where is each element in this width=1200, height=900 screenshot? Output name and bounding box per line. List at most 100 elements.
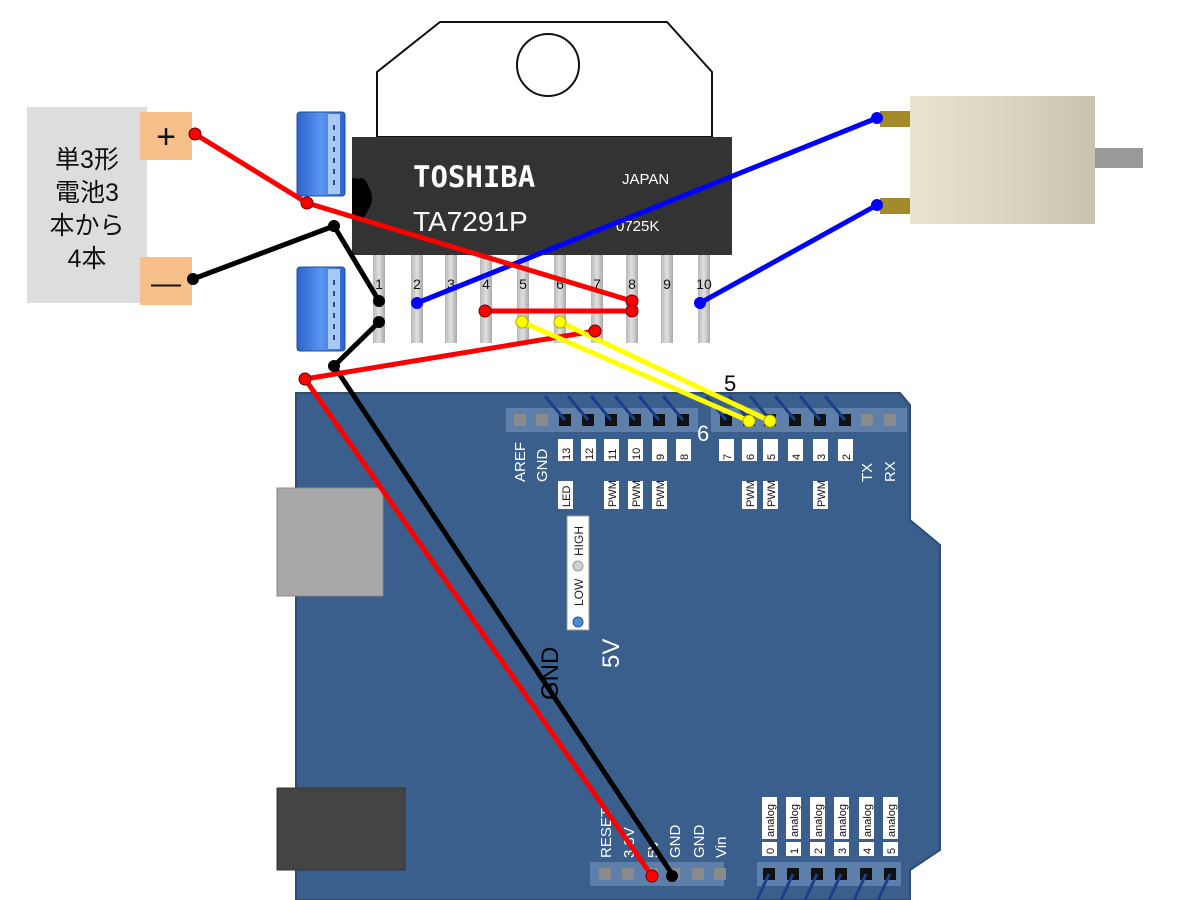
battery-minus-terminal xyxy=(140,257,192,305)
header-sublabel-pwm: PWM xyxy=(628,480,643,509)
svg-text:analog: analog xyxy=(837,804,849,837)
motor-body xyxy=(910,96,1095,224)
switch-knob-icon xyxy=(572,616,584,628)
svg-text:analog: analog xyxy=(886,804,898,837)
chip-pin-label-2: 2 xyxy=(413,276,421,292)
power-pin-gnd xyxy=(692,868,704,880)
analog-pin-lead xyxy=(779,873,795,900)
capacitor-top xyxy=(296,111,346,197)
header-sublabel-led: LED xyxy=(558,481,573,509)
header-label-10: 10 xyxy=(628,439,643,461)
header-label-5: 5 xyxy=(763,439,778,461)
analog-label-3: 3 analog xyxy=(834,797,849,856)
svg-text:12: 12 xyxy=(584,448,596,460)
switch-label-low: LOW xyxy=(572,578,586,606)
svg-text:6: 6 xyxy=(745,454,757,460)
header-label-12: 12 xyxy=(581,439,596,461)
power-pin-3.3v xyxy=(622,868,634,880)
chip-origin: JAPAN xyxy=(622,171,669,188)
header-sublabel-pwm: PWM xyxy=(742,480,757,509)
chip-body xyxy=(352,137,732,255)
header-pin-lead xyxy=(613,395,637,421)
header-label-6: 6 xyxy=(742,439,757,461)
wire-junctions xyxy=(187,112,883,883)
svg-text:2: 2 xyxy=(813,848,825,854)
analog-label-2: 2 analog xyxy=(810,797,825,856)
power-label-gnd: GND xyxy=(667,825,684,859)
chip-model: TA7291P xyxy=(413,206,528,237)
chip-pin-3 xyxy=(445,255,457,343)
header-sublabel-pwm: PWM xyxy=(813,480,828,509)
header-label-8: 8 xyxy=(676,439,691,461)
header-pin-lead xyxy=(566,395,590,421)
wire-label-pin5: 5 xyxy=(724,371,736,396)
header-label-2: 2 xyxy=(838,439,853,461)
motor-terminal-top xyxy=(880,111,912,127)
svg-text:analog: analog xyxy=(765,804,777,837)
chip-pin-label-7: 7 xyxy=(593,276,601,292)
header-label-GND: GND xyxy=(534,449,551,483)
chip-code: 0725K xyxy=(616,218,659,235)
wire-label-5v: 5V xyxy=(598,639,625,668)
top-header-left xyxy=(506,408,698,432)
header-pin-GND xyxy=(536,414,548,426)
power-pin-reset xyxy=(599,868,611,880)
switch-indicator-icon xyxy=(572,560,584,572)
header-label-3: 3 xyxy=(813,439,828,461)
svg-text:8: 8 xyxy=(679,454,691,460)
chip-pin-label-8: 8 xyxy=(628,276,636,292)
header-pin-TX xyxy=(861,414,873,426)
wire-yellow-pin5 xyxy=(521,319,750,424)
chip-pin-6 xyxy=(554,255,566,343)
arduino-pcb xyxy=(295,392,941,900)
header-pin-lead xyxy=(543,395,567,421)
svg-text:10: 10 xyxy=(631,448,643,460)
analog-pin-lead xyxy=(876,873,892,900)
svg-text:analog: analog xyxy=(813,804,825,837)
analog-pin-lead xyxy=(827,873,843,900)
power-label-gnd: GND xyxy=(691,825,708,859)
svg-text:5: 5 xyxy=(766,454,778,460)
battery-label-line-4: 4本 xyxy=(68,245,107,273)
chip-pins xyxy=(373,255,710,343)
header-sublabel-pwm: PWM xyxy=(604,480,619,509)
battery-label-line-2: 電池3 xyxy=(55,179,119,207)
chip-pin-label-9: 9 xyxy=(663,276,671,292)
wire-blue-pin2-motor xyxy=(414,115,880,306)
chip-pin-label-6: 6 xyxy=(556,276,564,292)
analog-header-pins xyxy=(755,868,896,900)
battery-body xyxy=(27,107,147,303)
chip-pin-7 xyxy=(591,255,603,343)
power-jack xyxy=(276,787,406,871)
dc-motor xyxy=(880,96,1143,224)
header-label-RX: RX xyxy=(882,461,899,482)
svg-text:PWM: PWM xyxy=(631,480,643,507)
chip-brand: TOSHIBA xyxy=(413,160,535,194)
svg-text:7: 7 xyxy=(722,454,734,460)
header-pin-lead xyxy=(798,395,822,421)
header-pin-lead xyxy=(773,395,797,421)
usb-connector xyxy=(276,487,384,597)
wire-label-gnd: GND xyxy=(537,647,564,700)
battery-label-line-3: 本から xyxy=(49,212,124,240)
header-pin-lead xyxy=(589,395,613,421)
svg-text:3: 3 xyxy=(837,848,849,854)
chip-pin-9 xyxy=(661,255,673,343)
motor-shaft xyxy=(1095,148,1143,168)
header-label-7: 7 xyxy=(719,439,734,461)
svg-text:2: 2 xyxy=(841,454,853,460)
header-sublabel-pwm: PWM xyxy=(652,480,667,509)
svg-text:1: 1 xyxy=(789,848,801,854)
header-label-4: 4 xyxy=(788,439,803,461)
voltage-switch: LOW HIGH xyxy=(566,515,590,631)
svg-text:AREF: AREF xyxy=(512,442,529,482)
svg-text:TX: TX xyxy=(859,463,876,482)
